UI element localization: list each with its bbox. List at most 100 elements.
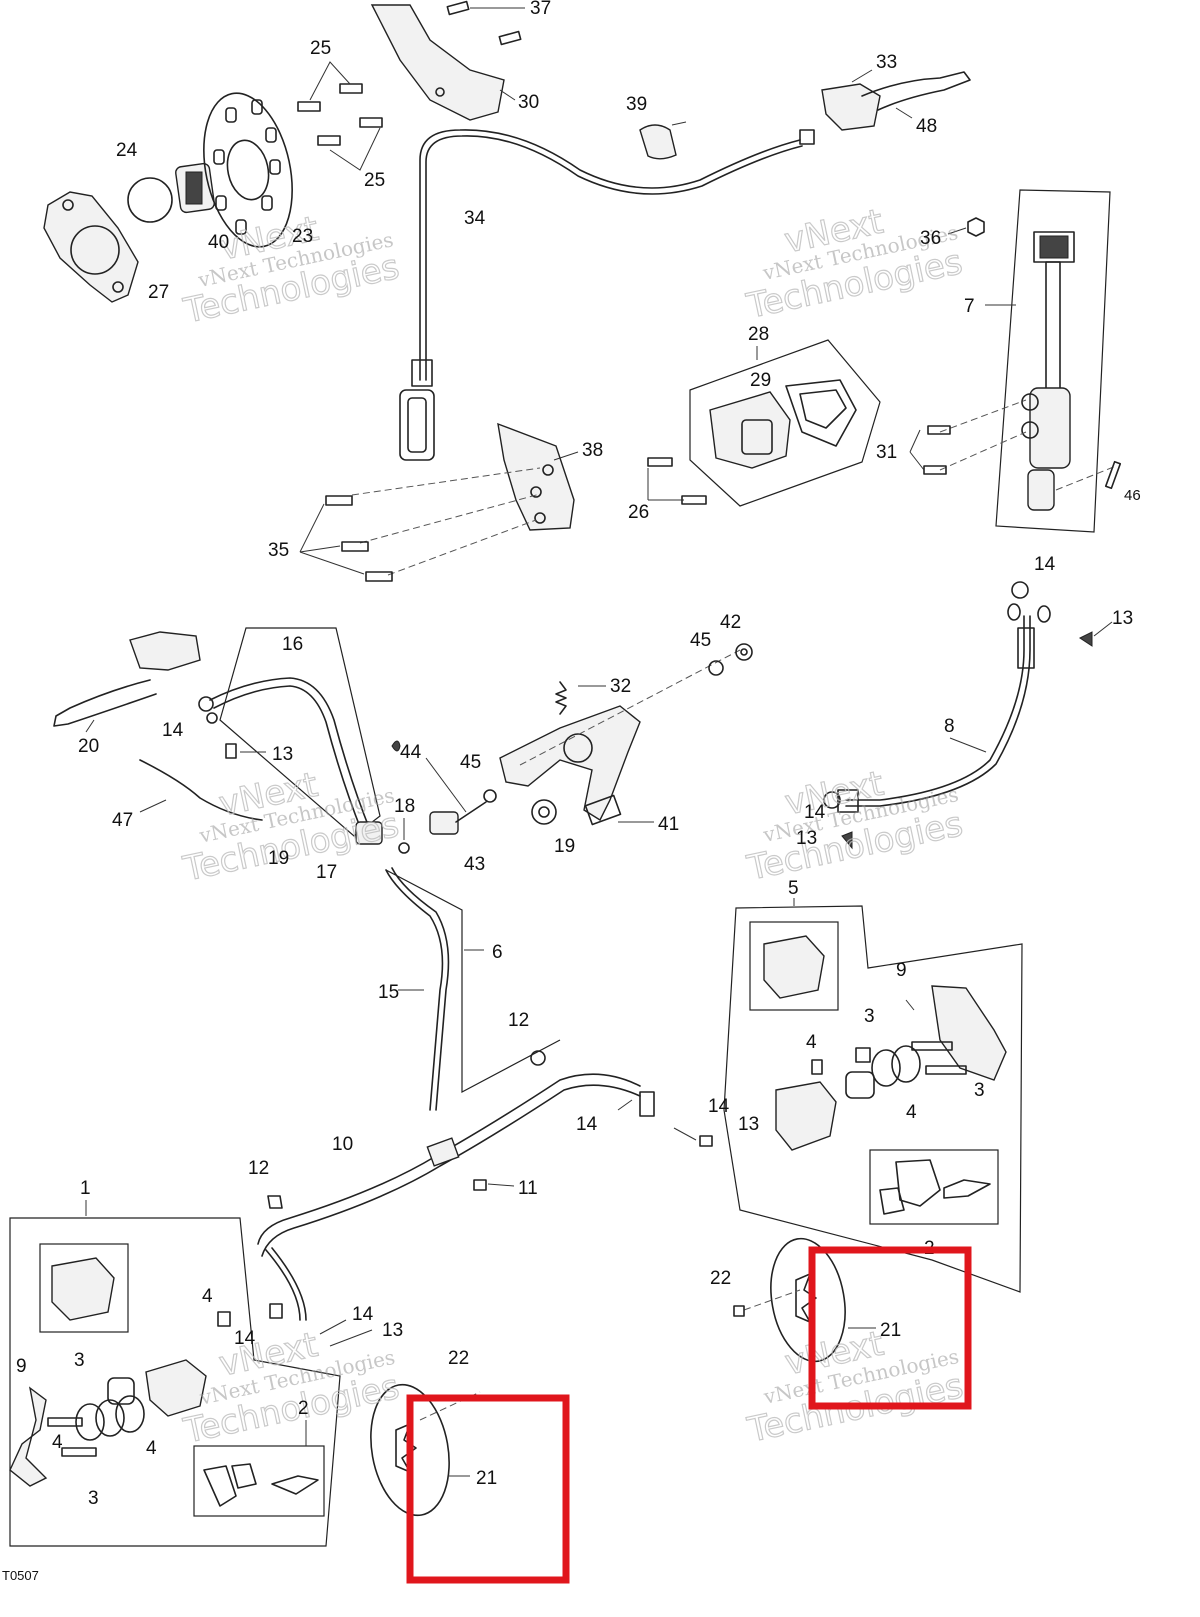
hose-15 bbox=[385, 869, 444, 1111]
callout-17: 17 bbox=[316, 862, 337, 883]
brake-cable-34 bbox=[419, 129, 801, 381]
bolt-13-right bbox=[1079, 631, 1093, 647]
highlight-box-right-disc bbox=[808, 1246, 972, 1410]
pivot-bolt-43 bbox=[429, 811, 459, 835]
callout-7: 7 bbox=[964, 296, 975, 317]
callout-34: 34 bbox=[464, 208, 486, 229]
callout-3-left: 3 bbox=[88, 1488, 99, 1509]
watermark-bottom-right: vNext vNext Technologies Technologies bbox=[743, 1323, 967, 1451]
callout-8: 8 bbox=[944, 716, 955, 737]
watermark-middle-right: vNext vNext Technologies Technologies bbox=[743, 763, 967, 889]
callout-13-right-mid: 13 bbox=[796, 828, 817, 849]
nut-36 bbox=[967, 217, 985, 237]
callout-3-right: 3 bbox=[974, 1080, 985, 1101]
diagram-id: T0507 bbox=[2, 1568, 39, 1583]
callout-12-top: 12 bbox=[508, 1010, 529, 1031]
callout-25-top: 25 bbox=[310, 38, 331, 59]
left-caliper-assembly-1 bbox=[9, 1200, 373, 1547]
brake-pedal-assembly bbox=[391, 643, 753, 835]
caliper-body bbox=[709, 391, 791, 469]
callout-10: 10 bbox=[332, 1134, 353, 1155]
washer-19 bbox=[531, 799, 557, 825]
callout-12-bottom: 12 bbox=[248, 1158, 269, 1179]
pedal-41 bbox=[499, 705, 641, 822]
callout-14-bottom-left: 14 bbox=[234, 1328, 256, 1349]
callout-16: 16 bbox=[282, 634, 303, 655]
callout-42: 42 bbox=[720, 612, 741, 633]
callout-11: 11 bbox=[518, 1178, 538, 1199]
callout-19-left: 19 bbox=[268, 848, 289, 869]
lever-20 bbox=[53, 679, 157, 727]
callout-27: 27 bbox=[148, 282, 169, 303]
bracket-assembly-38 bbox=[299, 422, 579, 582]
rear-bracket-assembly bbox=[43, 61, 383, 303]
callout-39: 39 bbox=[626, 94, 647, 115]
callout-15: 15 bbox=[378, 982, 399, 1003]
brake-line-8 bbox=[845, 615, 1025, 801]
callout-9-left: 9 bbox=[16, 1356, 27, 1377]
right-caliper-assembly-5 bbox=[723, 898, 1023, 1293]
watermark-top-right: vNext vNext Technologies Technologies bbox=[742, 201, 966, 327]
callout-2-left: 2 bbox=[298, 1398, 309, 1419]
callout-46: 46 bbox=[1124, 487, 1141, 504]
callout-14-left: 14 bbox=[162, 720, 184, 741]
callout-18: 18 bbox=[394, 796, 415, 817]
callout-48: 48 bbox=[916, 116, 937, 137]
callout-4-left-right: 4 bbox=[146, 1438, 157, 1459]
caliper-body-right bbox=[775, 1081, 837, 1151]
washer-42 bbox=[735, 643, 753, 661]
callout-5: 5 bbox=[788, 878, 799, 899]
o-ring-24 bbox=[127, 177, 173, 223]
callout-45-top: 45 bbox=[690, 630, 711, 651]
master-cylinder-left bbox=[129, 631, 201, 671]
bolts-25 bbox=[297, 83, 383, 146]
callout-28: 28 bbox=[748, 324, 769, 345]
callout-30: 30 bbox=[518, 92, 539, 113]
callout-labels: 37 25 33 30 39 48 24 25 34 40 23 36 27 7… bbox=[16, 0, 1141, 1509]
rear-brake-line-assembly bbox=[823, 581, 1113, 850]
callout-47: 47 bbox=[112, 810, 133, 831]
callout-25-bottom: 25 bbox=[364, 170, 385, 191]
bracket-9-right bbox=[931, 985, 1007, 1081]
callout-24: 24 bbox=[116, 140, 138, 161]
callout-31: 31 bbox=[876, 442, 897, 463]
callout-44: 44 bbox=[400, 742, 422, 763]
bracket-38 bbox=[497, 422, 575, 531]
callout-29: 29 bbox=[750, 370, 771, 391]
grease-44 bbox=[391, 740, 401, 752]
callout-6: 6 bbox=[492, 942, 503, 963]
brake-disc-23 bbox=[203, 92, 293, 248]
washer-45 bbox=[708, 660, 724, 676]
callout-26: 26 bbox=[628, 502, 649, 523]
brake-line-16 bbox=[209, 677, 371, 831]
clip-39 bbox=[639, 124, 677, 160]
callout-37: 37 bbox=[530, 0, 551, 19]
callout-36: 36 bbox=[920, 228, 941, 249]
callout-21-right: 21 bbox=[880, 1320, 901, 1341]
caliper-assembly-28 bbox=[647, 339, 881, 507]
callout-14-bottom-right: 14 bbox=[352, 1304, 374, 1325]
lever-assembly-top bbox=[821, 69, 971, 131]
callout-4-right: 4 bbox=[906, 1102, 917, 1123]
callout-9-right: 9 bbox=[896, 960, 907, 981]
callout-3-left-top: 3 bbox=[74, 1350, 85, 1371]
callout-14-right-mid: 14 bbox=[804, 802, 826, 823]
callout-32: 32 bbox=[610, 676, 631, 697]
lever-48 bbox=[861, 71, 971, 111]
disc-guard-assembly bbox=[370, 0, 525, 121]
callout-13-left: 13 bbox=[272, 744, 293, 765]
callout-3-right-top: 3 bbox=[864, 1006, 875, 1027]
callout-33: 33 bbox=[876, 52, 897, 73]
pad-29 bbox=[785, 379, 857, 447]
callout-21-left: 21 bbox=[476, 1468, 497, 1489]
callout-14-right-top: 14 bbox=[1034, 554, 1056, 575]
wire-47 bbox=[139, 759, 263, 821]
callout-4-right-top: 4 bbox=[806, 1032, 817, 1053]
brake-cable-assembly bbox=[399, 121, 815, 461]
callout-38: 38 bbox=[582, 440, 603, 461]
callout-19-right: 19 bbox=[554, 836, 575, 857]
callout-1: 1 bbox=[80, 1178, 91, 1199]
master-cylinder-33 bbox=[821, 83, 881, 131]
callout-14-mid-right: 14 bbox=[708, 1096, 730, 1117]
